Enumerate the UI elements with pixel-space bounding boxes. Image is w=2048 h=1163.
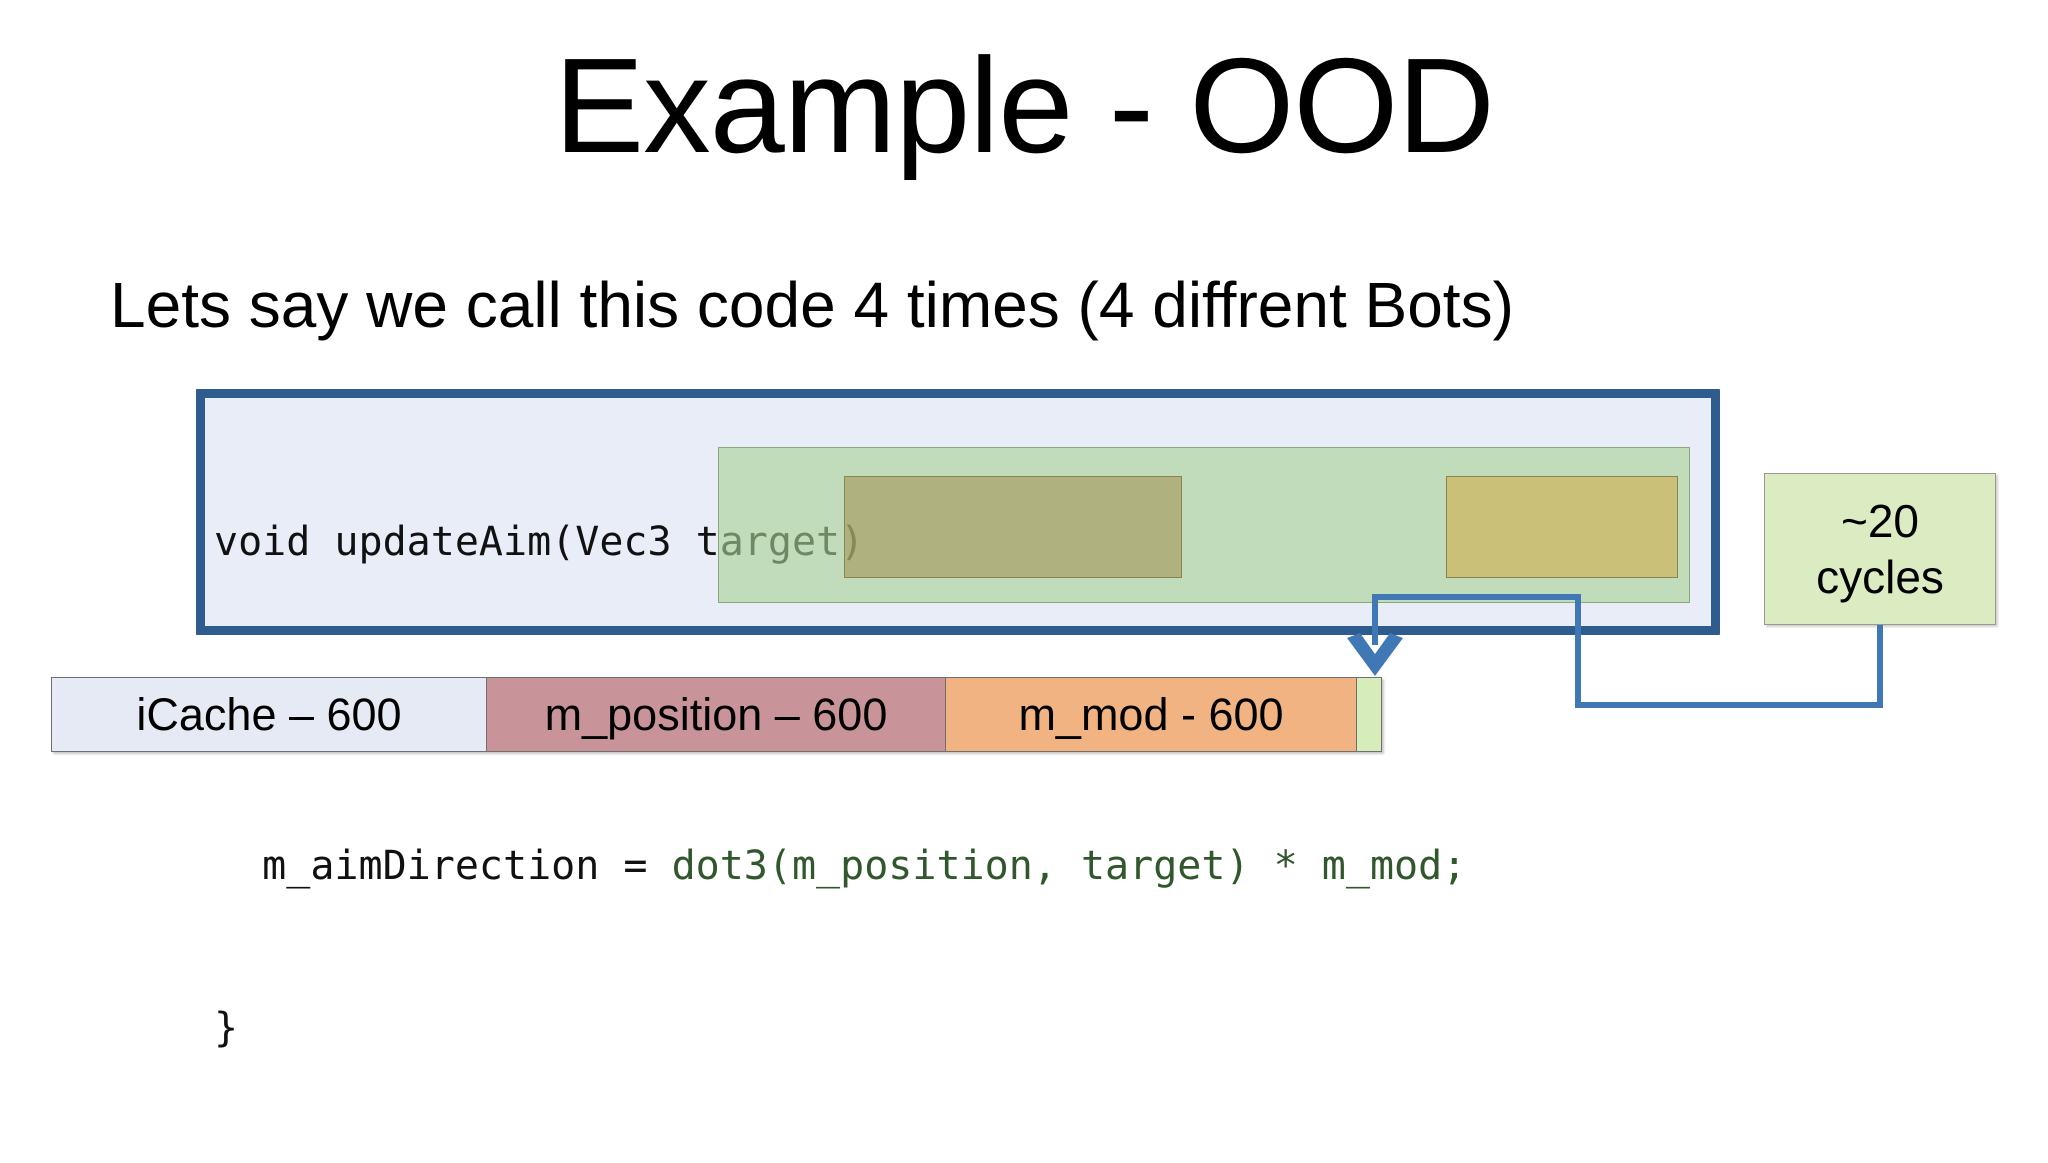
cycles-callout-line-1: ~20 [1840,495,1920,547]
cycles-callout-line-2: cycles [1816,551,1944,603]
memory-segment-icache: iCache – 600 [51,677,487,752]
code-line-1: void updateAim(Vec3 target) [214,519,865,565]
code-line-3-prefix: m_aimDirection = [214,843,672,889]
code-listing: void updateAim(Vec3 target) { m_aimDirec… [214,407,1466,1163]
cycles-callout-box: ~20 cycles [1764,473,1996,625]
code-block: void updateAim(Vec3 target) { m_aimDirec… [196,389,1720,1051]
memory-segment-m-mod-label: m_mod - 600 [1018,688,1284,740]
code-line-3: m_aimDirection = dot3(m_position, target… [214,839,1466,893]
memory-segment-m-position-label: m_position – 600 [544,688,888,740]
memory-segment-m-mod: m_mod - 600 [945,677,1357,752]
slide-subtitle: Lets say we call this code 4 times (4 di… [110,269,1514,341]
code-line-3-expression: dot3(m_position, target) * m_mod; [671,843,1467,889]
page-title: Example - OOD [554,30,1495,181]
code-line-4: } [214,1005,239,1051]
memory-layout-bar: iCache – 600 m_position – 600 m_mod - 60… [51,677,1382,752]
memory-segment-green [1356,677,1382,752]
memory-segment-icache-label: iCache – 600 [136,688,402,740]
memory-segment-m-position: m_position – 600 [486,677,946,752]
